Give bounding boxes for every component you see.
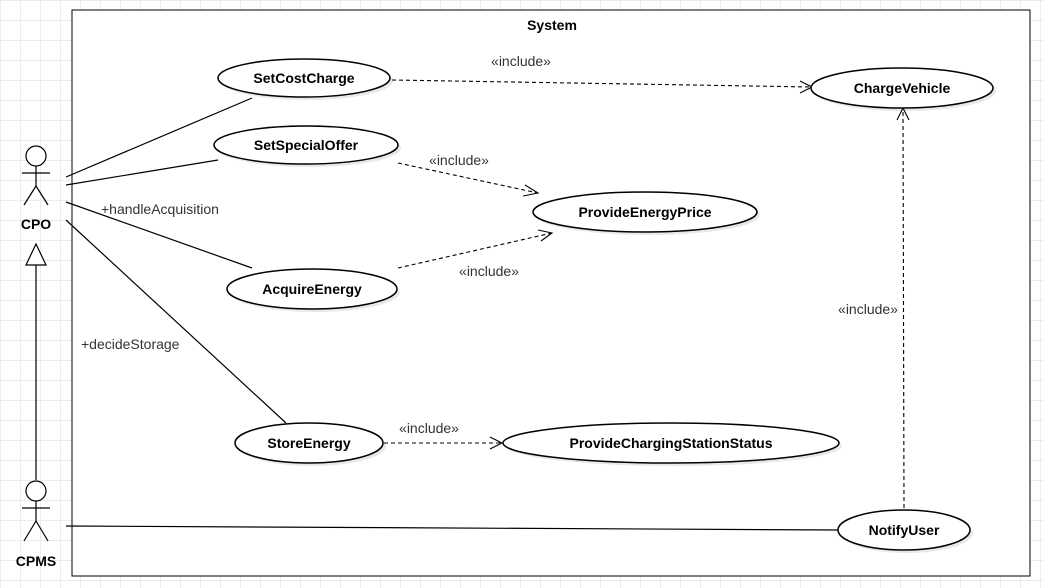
handle-acquisition-label: +handleAcquisition [101,201,219,217]
include-storeenergy-providechargingstationstatus [384,436,504,450]
use-case-charge-vehicle[interactable]: ChargeVehicle [810,67,996,111]
generalization-arrowhead [25,242,47,266]
use-case-acquire-energy[interactable]: AcquireEnergy [226,268,400,312]
svg-text:ProvideChargingStationStatus: ProvideChargingStationStatus [569,435,772,451]
use-case-provide-energy-price[interactable]: ProvideEnergyPrice [532,191,760,235]
svg-text:SetSpecialOffer: SetSpecialOffer [254,137,359,153]
svg-text:StoreEnergy: StoreEnergy [267,435,350,451]
include-setspecialoffer-provideenergyprice [397,162,540,197]
svg-text:ChargeVehicle: ChargeVehicle [854,80,951,96]
actor-cpo[interactable]: CPO [21,145,51,232]
include-label: «include» [459,263,519,279]
association-cpo-storeenergy [65,219,287,424]
association-cpo-setspecialoffer [65,159,219,186]
association-cpo-setcostcharge [65,97,253,178]
use-case-store-energy[interactable]: StoreEnergy [234,422,386,466]
decide-storage-label: +decideStorage [81,336,180,352]
use-case-set-cost-charge[interactable]: SetCostCharge [217,58,393,100]
actor-cpms[interactable]: CPMS [16,480,56,569]
svg-text:SetCostCharge: SetCostCharge [253,70,354,86]
system-title: System [527,17,577,33]
include-label: «include» [429,152,489,168]
association-cpo-acquireenergy [65,201,253,269]
use-case-notify-user[interactable]: NotifyUser [837,509,973,553]
include-acquireenergy-provideenergyprice [397,229,554,269]
include-label: «include» [838,301,898,317]
include-label: «include» [491,53,551,69]
svg-text:AcquireEnergy: AcquireEnergy [262,281,362,297]
stick-figure-icon [22,480,50,542]
actor-label: CPO [21,216,51,232]
use-case-provide-charging-station-status[interactable]: ProvideChargingStationStatus [502,422,842,466]
actor-label: CPMS [16,553,56,569]
association-cpms-notifyuser [65,525,841,531]
use-case-set-special-offer[interactable]: SetSpecialOffer [213,125,401,167]
include-label: «include» [399,420,459,436]
svg-text:ProvideEnergyPrice: ProvideEnergyPrice [578,204,711,220]
stick-figure-icon [22,145,50,206]
svg-text:NotifyUser: NotifyUser [869,522,940,538]
